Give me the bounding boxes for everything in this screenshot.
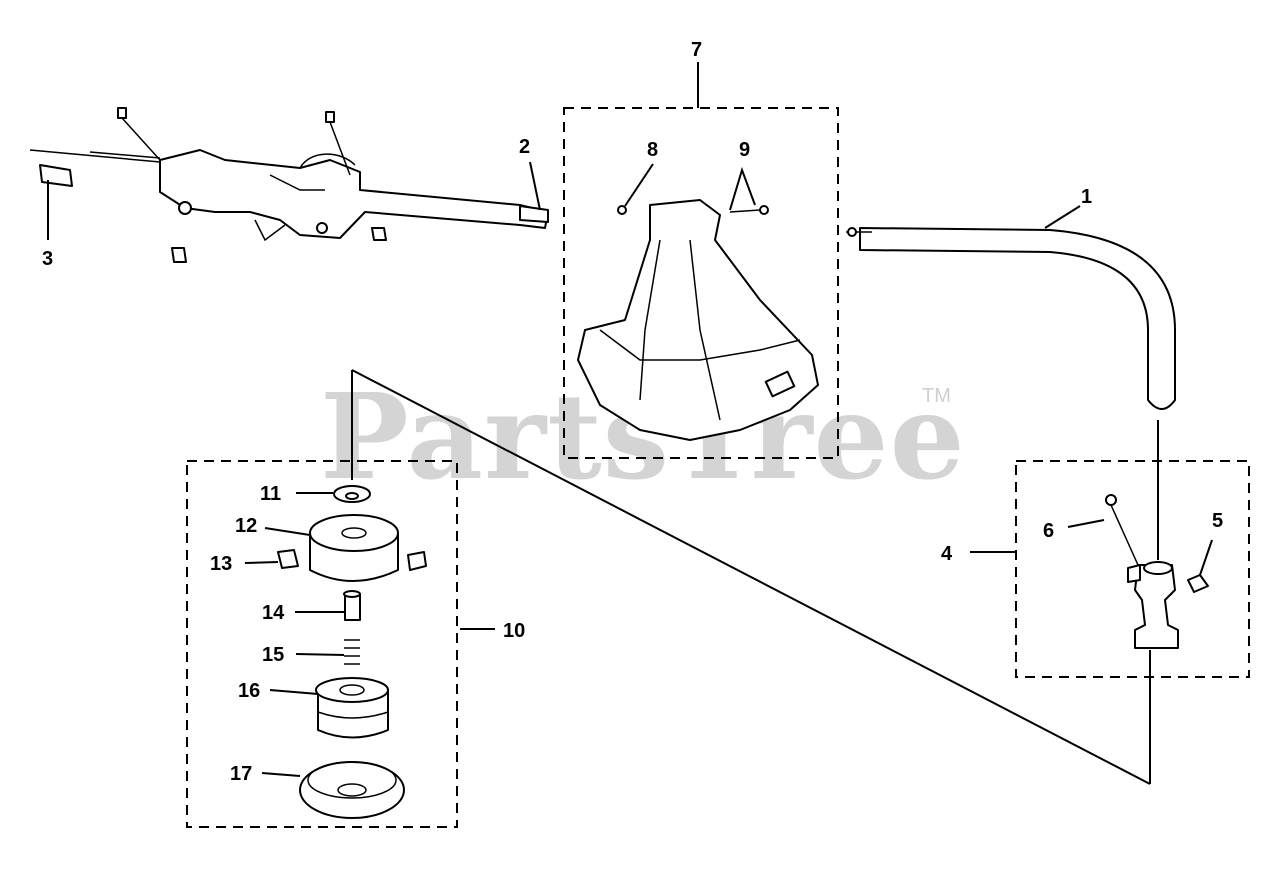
part-gear-head (1105, 494, 1209, 649)
callout-10: 10 (503, 620, 525, 642)
callout-13: 13 (210, 553, 232, 575)
callout-14: 14 (262, 602, 285, 624)
part-blade-guard (577, 199, 819, 441)
part-handle-housing (29, 107, 549, 263)
leader-16 (269, 689, 319, 695)
group-box-7 (563, 107, 839, 459)
callout-9: 9 (739, 139, 750, 161)
callout-6: 6 (1043, 520, 1054, 542)
callout-11: 11 (260, 483, 281, 505)
group-box-4 (1015, 460, 1250, 678)
watermark-trademark: TM (922, 385, 951, 407)
leader-5 (1199, 539, 1213, 576)
leader-2 (529, 161, 541, 211)
callout-15: 15 (262, 644, 284, 666)
group-box-10 (186, 460, 458, 828)
leader-12 (264, 527, 311, 536)
diagonal-connector-line (351, 369, 1151, 785)
leader-13 (244, 561, 279, 564)
callout-8: 8 (647, 139, 658, 161)
callout-12: 12 (235, 515, 257, 537)
callout-1: 1 (1081, 186, 1092, 208)
leader-15 (295, 653, 345, 656)
leader-17 (261, 772, 301, 777)
callout-5: 5 (1212, 510, 1223, 532)
callout-16: 16 (238, 680, 260, 702)
callout-3: 3 (42, 248, 53, 270)
callout-17: 17 (230, 763, 252, 785)
part-blade-hub-assembly (277, 485, 427, 819)
callout-4: 4 (941, 543, 953, 565)
leader-8 (624, 163, 654, 207)
part-shaft-tube (846, 227, 1176, 410)
callout-7: 7 (691, 39, 702, 61)
leader-9 (729, 166, 756, 211)
leader-6 (1067, 519, 1105, 528)
callout-2: 2 (519, 136, 530, 158)
leader-1 (1044, 205, 1081, 229)
